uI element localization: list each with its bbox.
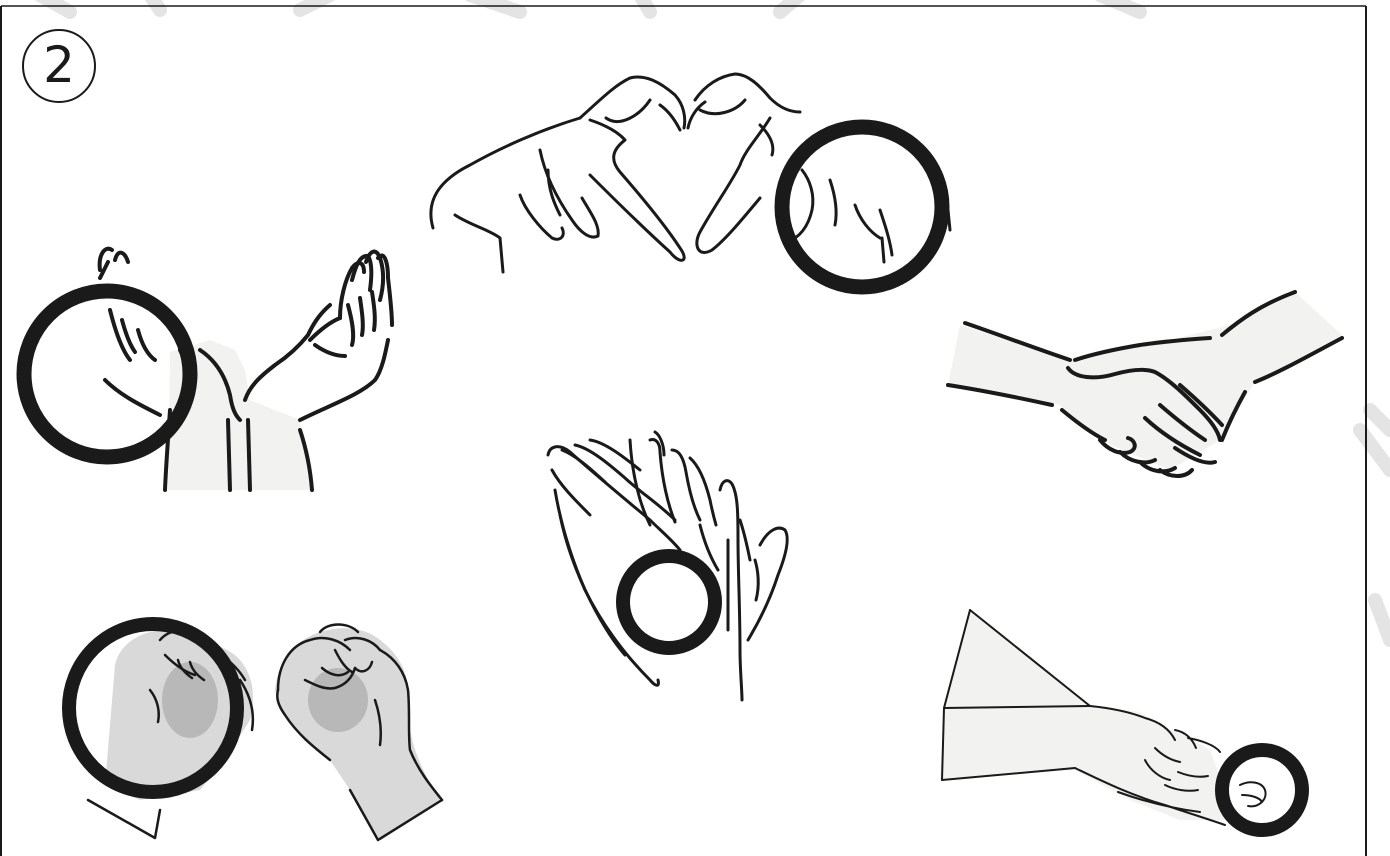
cupped-hands-highlight-ring <box>24 291 190 457</box>
heart-hands-highlight-ring <box>782 127 942 287</box>
palms-together-illustration <box>548 432 787 700</box>
fists-illustration <box>88 625 442 841</box>
fingertips-rub-highlight-ring <box>1222 750 1302 830</box>
heart-hands-illustration <box>431 74 950 272</box>
palms-together-highlight-ring <box>623 556 715 648</box>
handshake-illustration <box>948 292 1342 476</box>
